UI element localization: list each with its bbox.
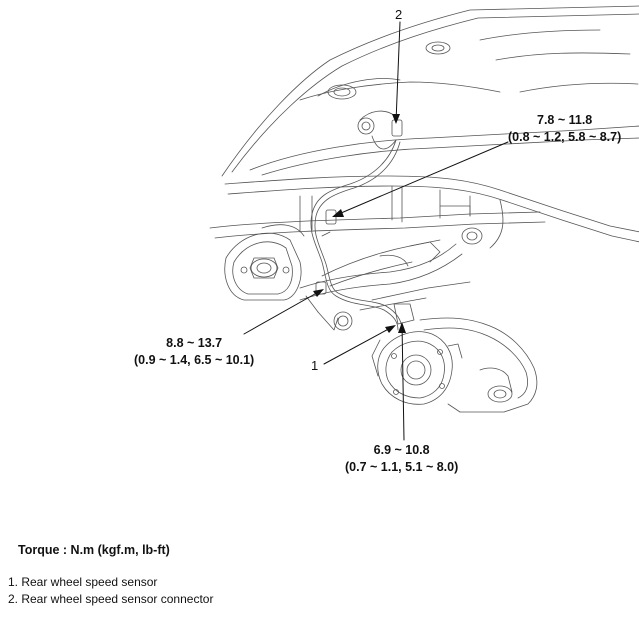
- leader-torque-c: [401, 323, 405, 441]
- arrowhead-2: [392, 114, 400, 124]
- torque-label-connector-bolt: 7.8 ~ 11.8 (0.8 ~ 1.2, 5.8 ~ 8.7): [508, 112, 621, 146]
- leader-torque-b: [243, 289, 323, 335]
- callout-2: 2: [395, 7, 403, 22]
- arrowhead-torque-a: [332, 209, 344, 217]
- legend-item: 2. Rear wheel speed sensor connector: [8, 592, 214, 606]
- torque-nm: 6.9 ~ 10.8: [373, 443, 430, 457]
- wheel-hub: [371, 331, 463, 405]
- torque-nm: 7.8 ~ 11.8: [537, 113, 593, 127]
- leader-1: [323, 325, 395, 365]
- leader-lines: [243, 21, 509, 441]
- leader-2: [395, 21, 401, 123]
- trailing-arm: [419, 317, 538, 413]
- arrowhead-1: [385, 325, 396, 333]
- torque-unit-note: Torque : N.m (kgf.m, lb-ft): [18, 543, 170, 557]
- arrowhead-torque-c: [398, 322, 406, 333]
- torque-alt-units: (0.8 ~ 1.2, 5.8 ~ 8.7): [508, 130, 622, 144]
- floor-panel: [221, 5, 639, 177]
- lower-arm: [299, 239, 471, 331]
- arrowhead-torque-b: [313, 289, 324, 297]
- legend-item: 1. Rear wheel speed sensor: [8, 575, 158, 589]
- torque-label-sensor-bolt: 6.9 ~ 10.8 (0.7 ~ 1.1, 5.1 ~ 8.0): [345, 442, 458, 476]
- leader-arrowheads: [313, 114, 406, 333]
- cross-member: [209, 175, 639, 249]
- torque-label-bracket-bolt: 8.8 ~ 13.7 (0.9 ~ 1.4, 6.5 ~ 10.1): [134, 335, 254, 369]
- sensor-harness: [310, 119, 415, 331]
- parts-legend: 1. Rear wheel speed sensor 2. Rear wheel…: [8, 574, 213, 608]
- torque-nm: 8.8 ~ 13.7: [166, 336, 223, 350]
- spring-seat: [224, 224, 305, 301]
- callout-1: 1: [311, 358, 319, 373]
- torque-alt-units: (0.7 ~ 1.1, 5.1 ~ 8.0): [345, 460, 459, 474]
- torque-alt-units: (0.9 ~ 1.4, 6.5 ~ 10.1): [134, 353, 255, 367]
- leader-torque-a: [333, 141, 509, 217]
